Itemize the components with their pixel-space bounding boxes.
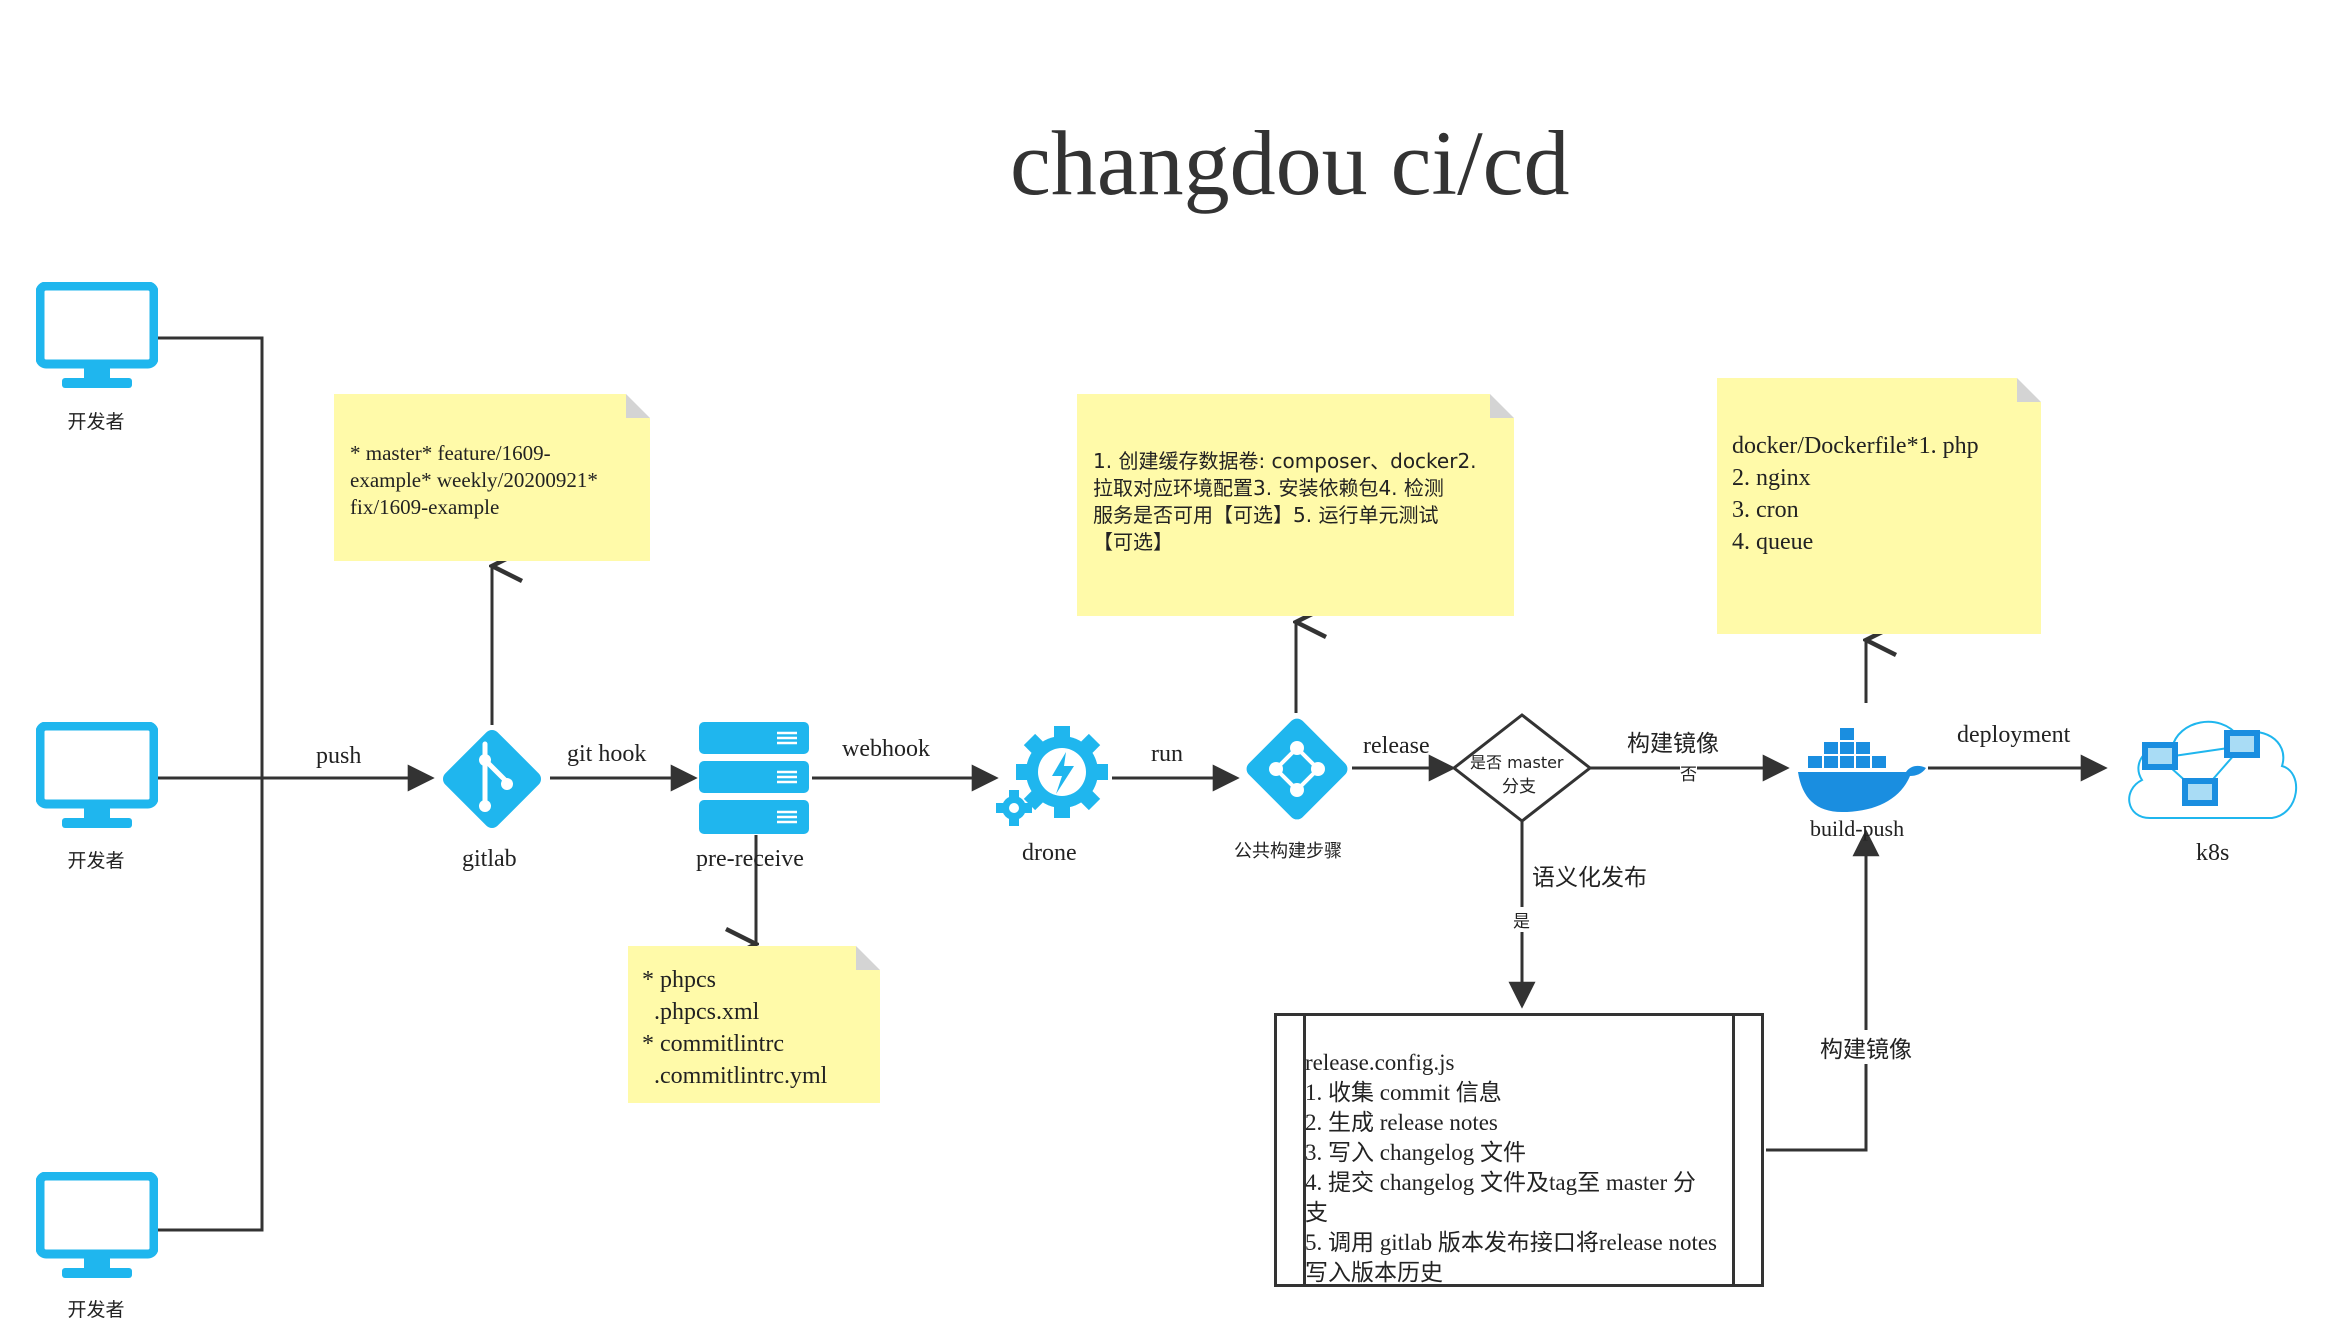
release-process-box: release.config.js 1. 收集 commit 信息 2. 生成 … (1274, 1013, 1764, 1287)
monitor-icon (36, 1172, 158, 1278)
developer-label: 开发者 (67, 1299, 125, 1321)
edge-label-yes: 是 (1513, 907, 1530, 932)
dev1-connector (155, 336, 264, 778)
edge-label-git-hook: git hook (567, 741, 647, 767)
release-line: 5. 调用 gitlab 版本发布接口将release notes (1305, 1230, 1718, 1255)
note-line: * phpcs (642, 967, 716, 993)
note-line: 【可选】 (1093, 530, 1173, 554)
edge-label-push: push (316, 743, 362, 769)
note-line: * master* feature/1609- (350, 441, 551, 465)
edge-label-webhook: webhook (842, 736, 930, 762)
edge-label-no: 否 (1680, 760, 1697, 785)
note-line: docker/Dockerfile*1. php (1732, 433, 1979, 459)
docker-icon (1798, 728, 1926, 812)
note-line: .phpcs.xml (642, 999, 760, 1025)
monitor-icon (36, 282, 158, 388)
note-line: 2. nginx (1732, 465, 1811, 491)
note-line: 服务是否可用【可选】5. 运行单元测试 (1093, 503, 1439, 527)
edge-label-run: run (1151, 741, 1183, 767)
note-line: fix/1609-example (350, 495, 500, 519)
developer-label: 开发者 (67, 411, 125, 433)
process-bar-right (1732, 1016, 1735, 1284)
release-line: 3. 写入 changelog 文件 (1305, 1140, 1527, 1165)
drone-steps-note: 1. 创建缓存数据卷: composer、docker2. 拉取对应环境配置3.… (1077, 394, 1514, 616)
pre-receive-label: pre-receive (696, 846, 804, 872)
edge-label-build-image-bottom: 构建镜像 (1820, 1030, 1912, 1064)
workflow-icon (1246, 718, 1348, 820)
cloud-servers-icon (2128, 720, 2298, 819)
note-line: 4. queue (1732, 529, 1814, 555)
dockerfile-note: docker/Dockerfile*1. php 2. nginx 3. cro… (1717, 378, 2041, 634)
note-line: 1. 创建缓存数据卷: composer、docker2. (1093, 449, 1477, 473)
release-line: 2. 生成 release notes (1305, 1110, 1498, 1135)
process-bar-left (1303, 1016, 1306, 1284)
note-line: example* weekly/20200921* (350, 468, 598, 492)
monitor-icon (36, 722, 158, 828)
note-line: * commitlintrc (642, 1031, 784, 1057)
developer-label: 开发者 (67, 850, 125, 872)
gitlab-label: gitlab (462, 846, 517, 872)
release-line: 支 (1305, 1200, 1328, 1225)
common-steps-label: 公共构建步骤 (1234, 841, 1342, 862)
edge-label-build-image-top: 构建镜像 (1627, 731, 1719, 757)
note-line: 3. cron (1732, 497, 1799, 523)
edge-label-deployment: deployment (1957, 722, 2071, 748)
note-line: 拉取对应环境配置3. 安装依赖包4. 检测 (1093, 476, 1444, 500)
phpcs-note: * phpcs .phpcs.xml * commitlintrc .commi… (628, 946, 880, 1103)
decision-label-line1: 是否 master (1470, 753, 1564, 772)
page-title: changdou ci/cd (1010, 112, 1570, 214)
server-icon (699, 722, 809, 834)
release-process-text: release.config.js 1. 收集 commit 信息 2. 生成 … (1305, 1048, 1745, 1288)
drone-label: drone (1022, 840, 1077, 866)
git-icon (442, 729, 542, 829)
build-push-label: build-push (1810, 816, 1905, 841)
release-to-build-push-edge (1766, 829, 1880, 1152)
note-line: .commitlintrc.yml (642, 1063, 828, 1089)
gear-icon (996, 726, 1108, 826)
edge-label-release: release (1363, 733, 1430, 759)
release-line: release.config.js (1305, 1050, 1455, 1075)
dev3-connector (155, 778, 264, 1232)
release-line: 4. 提交 changelog 文件及tag至 master 分 (1305, 1170, 1696, 1195)
decision-label-line2: 分支 (1502, 777, 1536, 797)
edge-label-semantic-release: 语义化发布 (1532, 865, 1647, 891)
release-line: 1. 收集 commit 信息 (1305, 1080, 1502, 1105)
k8s-label: k8s (2196, 840, 2230, 866)
release-line: 写入版本历史 (1305, 1260, 1443, 1285)
branches-note: * master* feature/1609- example* weekly/… (334, 394, 650, 561)
master-branch-decision (1451, 713, 1593, 823)
